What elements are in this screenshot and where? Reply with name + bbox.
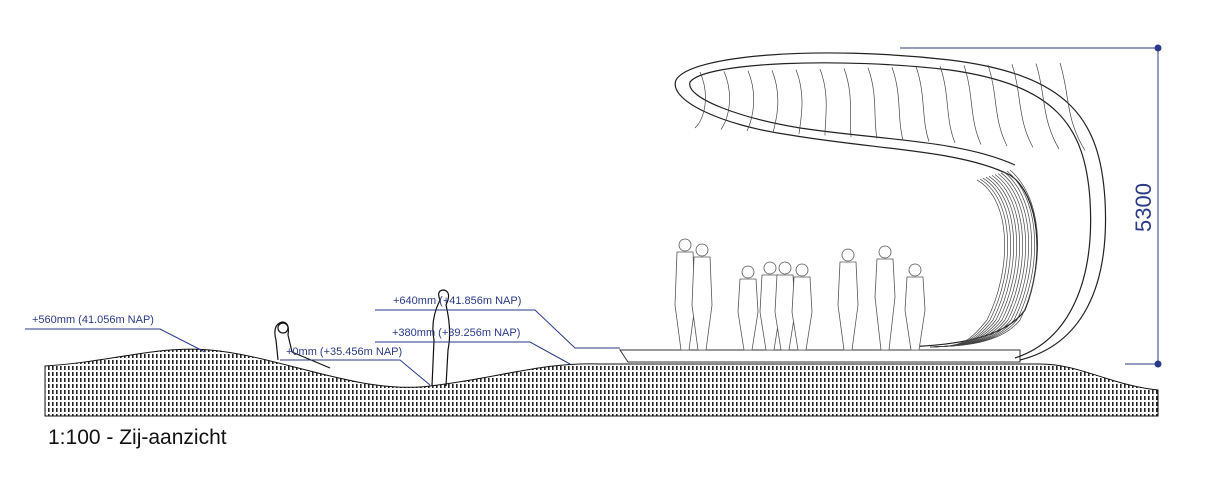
shell-rib: [694, 71, 706, 129]
shell-rib: [929, 175, 1021, 348]
level-label-640: +640mm (+41.856m NAP): [393, 295, 521, 307]
shell-rib: [720, 71, 730, 130]
level-label-560: +560mm (41.056m NAP): [32, 314, 154, 326]
shell-rib: [771, 70, 779, 133]
shell-rib: [1059, 62, 1086, 151]
shell-rib: [843, 68, 852, 138]
performer-silhouette: [774, 261, 796, 351]
performer-silhouette: [737, 265, 759, 351]
stage-floor: [619, 349, 1021, 363]
drawing-title: 1:100 - Zij-aanzicht: [48, 426, 227, 449]
performer-silhouette: [691, 243, 713, 351]
shell-rib: [915, 66, 930, 142]
shell-rib: [987, 64, 1008, 147]
orchestra-silhouettes: [674, 238, 926, 351]
performer-silhouette: [674, 238, 696, 351]
shell-rib: [1011, 64, 1034, 148]
shell-rib: [939, 65, 956, 144]
ground-terrain: [44, 348, 1159, 417]
shell-rib: [795, 69, 803, 135]
shell-ribs: [694, 62, 1086, 348]
shell-structure: [674, 52, 1107, 361]
shell-rib: [929, 169, 1038, 348]
level-leader-lines: [25, 309, 620, 386]
height-dimension-label: 5300: [1131, 183, 1156, 232]
shell-rib: [1035, 63, 1060, 150]
performer-silhouette: [837, 248, 859, 351]
shell-rib: [891, 67, 904, 141]
level-label-380: +380mm (+39.256m NAP): [392, 327, 520, 339]
shell-rib: [929, 177, 1012, 348]
shell-rib: [929, 178, 1009, 348]
human-figures: [274, 289, 451, 387]
shell-rib: [929, 174, 1023, 348]
shell-rib: [819, 68, 827, 136]
performer-silhouette: [904, 263, 926, 351]
performer-silhouette: [791, 263, 813, 351]
shell-rib: [746, 70, 755, 132]
shell-rib: [963, 65, 982, 145]
level-label-0: +0mm (+35.456m NAP): [286, 346, 402, 358]
height-dimension-line: [900, 44, 1162, 368]
performer-silhouette: [759, 261, 781, 351]
shell-rib: [867, 67, 878, 139]
performer-silhouette: [874, 245, 896, 351]
shell-rib: [929, 179, 1006, 348]
